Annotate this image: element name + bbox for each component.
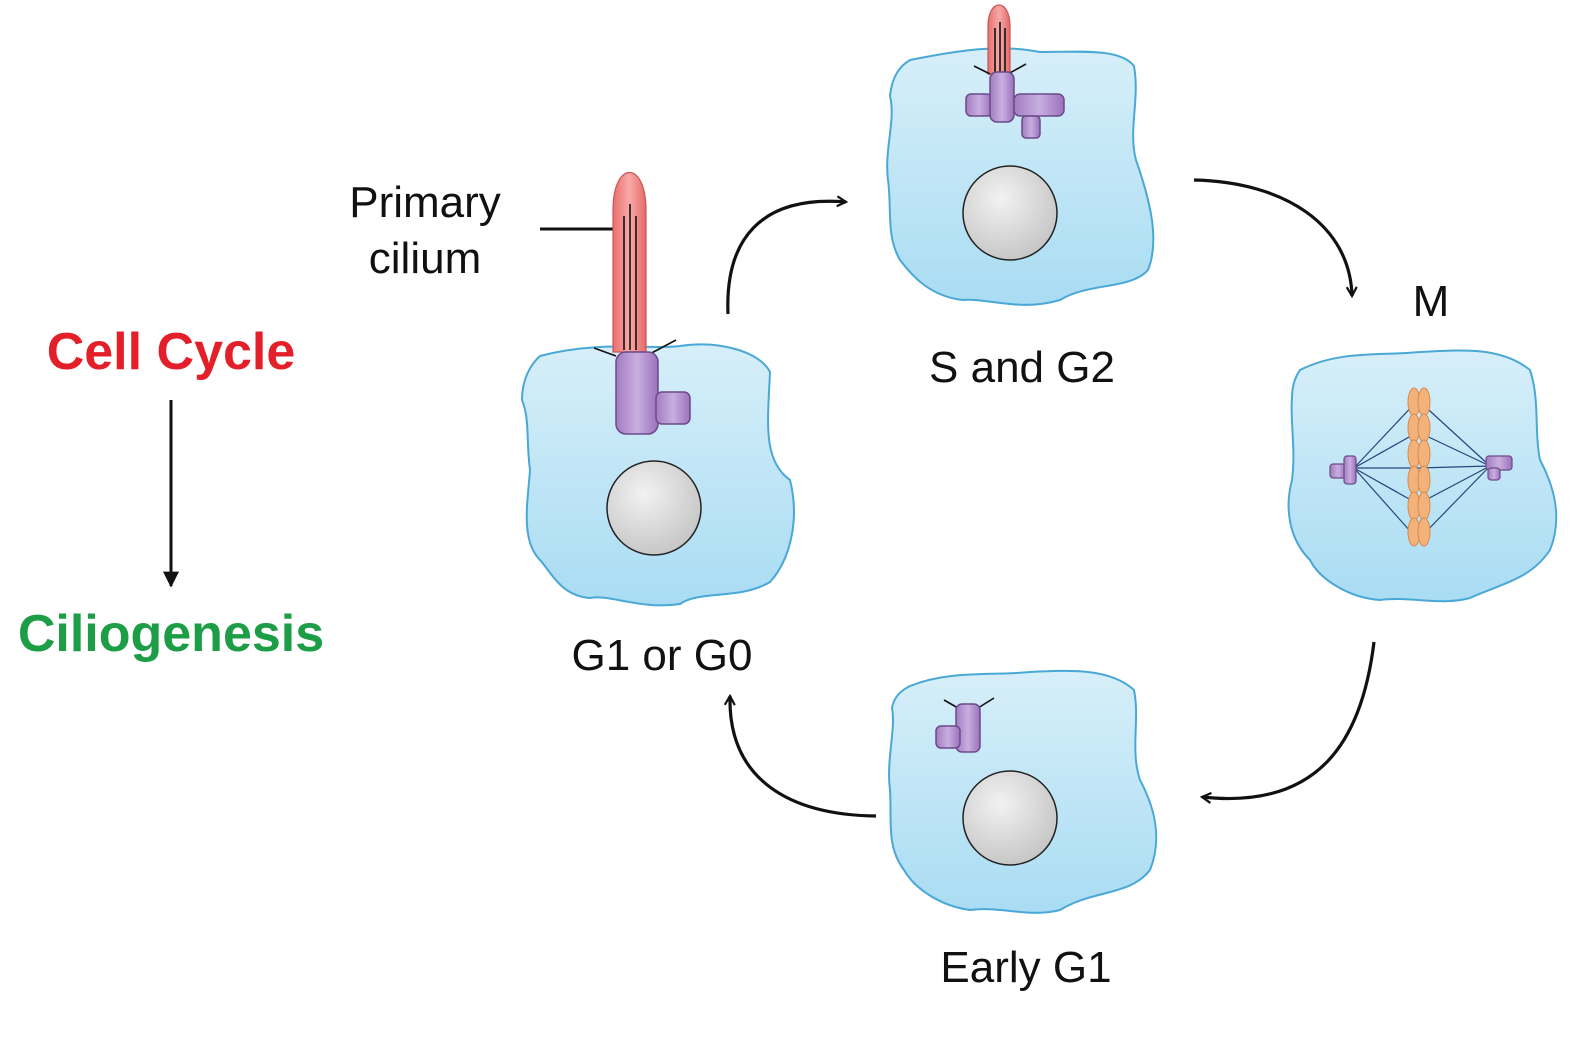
spindle-pole-centriole [1343, 455, 1357, 485]
cell-cycle-label: Cell Cycle [46, 323, 296, 381]
nucleus [606, 460, 702, 556]
phase-label-early-g1: Early G1 [940, 943, 1112, 992]
cell-s-g2 [886, 4, 1155, 306]
primary-cilium-label: Primary cilium [330, 175, 520, 287]
cell-early-g1 [888, 669, 1158, 914]
centriole [965, 93, 993, 117]
cell-g1-g0 [520, 171, 795, 607]
phase-label-g1-g0: G1 or G0 [571, 631, 753, 680]
arrow-s-to-m [1193, 178, 1352, 296]
spindle-pole-centriole [1487, 467, 1501, 481]
transition-fiber [593, 347, 617, 357]
daughter-centriole [935, 725, 961, 749]
arrow-g1-to-s [726, 201, 846, 315]
primary-cilium-label-line2: cilium [368, 234, 482, 283]
daughter-centriole [655, 391, 691, 425]
primary-cilium-label-line1: Primary [349, 178, 501, 227]
ciliogenesis-label: Ciliogenesis [17, 605, 325, 663]
arrow-early-g1-to-g1 [730, 696, 877, 818]
mother-centriole [615, 351, 659, 435]
nucleus [962, 165, 1058, 261]
nucleus [962, 770, 1058, 866]
centriole [1013, 93, 1065, 117]
mother-centriole [989, 71, 1015, 123]
cell-m [1287, 349, 1558, 603]
metaphase-chromosomes [1407, 387, 1431, 547]
arrow-m-to-early-g1 [1202, 641, 1376, 799]
procentriole [1021, 115, 1041, 139]
phase-label-m: M [1412, 277, 1450, 326]
phase-label-s-g2: S and G2 [929, 343, 1115, 392]
primary-cilium [987, 4, 1011, 75]
